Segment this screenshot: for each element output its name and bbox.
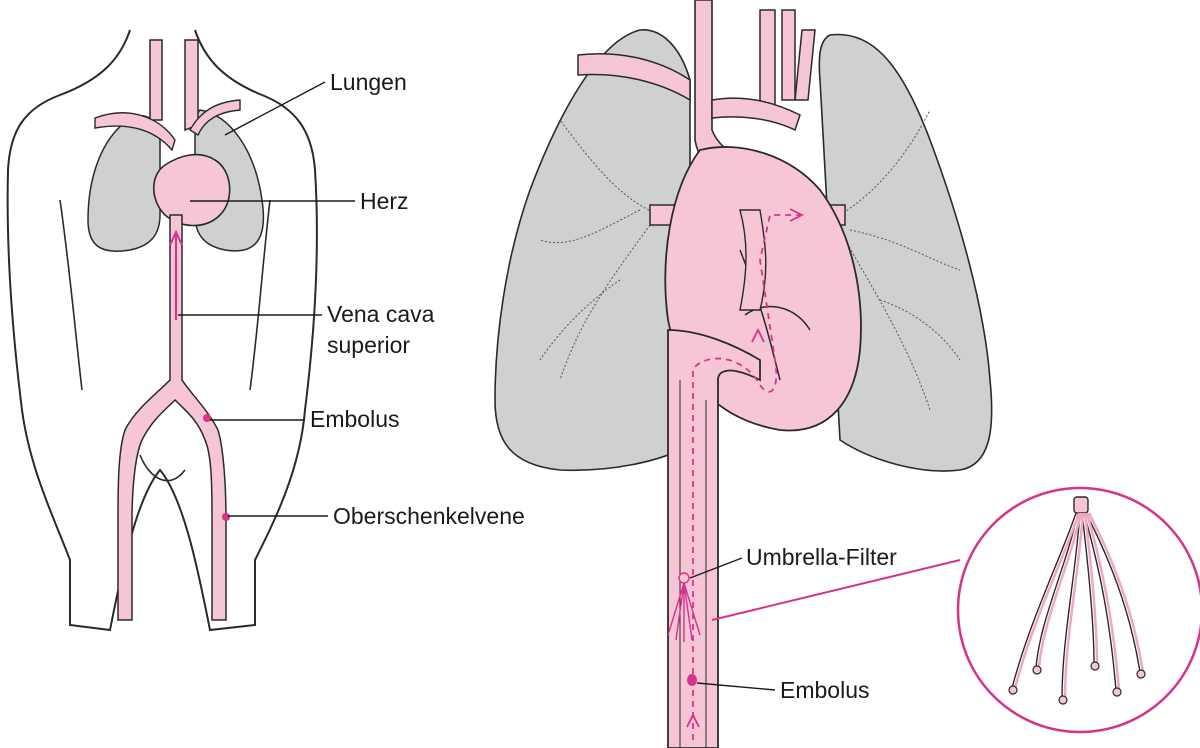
- right-leader-lines: [689, 557, 776, 691]
- great-vessel-1: [759, 9, 776, 111]
- label-embolus-left: Embolus: [310, 406, 400, 432]
- leader-lungen: [224, 81, 326, 136]
- right-arm-line: [249, 199, 271, 391]
- right-fig-right-lung: [818, 33, 993, 472]
- great-vessel-2: [781, 9, 796, 101]
- right-subclavian: [189, 99, 241, 137]
- leader-embolus-right: [696, 682, 776, 691]
- great-vessel-3: [794, 29, 816, 101]
- leader-umbrella-filter: [689, 557, 743, 579]
- filter-legs-pink: [1013, 512, 1145, 699]
- flow-arrow-bottom: [686, 712, 700, 728]
- right-embolus-dot: [687, 674, 697, 686]
- left-embolus-dot-lower: [222, 513, 230, 521]
- vena-cava-tube: [667, 329, 761, 748]
- heart-valve: [744, 305, 811, 331]
- flow-arrow-top: [789, 208, 805, 222]
- left-upper-vessel-b: [184, 39, 199, 132]
- filter-head: [1073, 496, 1089, 514]
- left-heart: [153, 153, 231, 227]
- right-brachiocephalic: [711, 97, 801, 132]
- label-embolus-right: Embolus: [780, 677, 870, 703]
- label-oberschenkelvene: Oberschenkelvene: [333, 503, 525, 529]
- left-embolus-dot: [203, 414, 211, 422]
- filter-leg-tips: [1008, 661, 1146, 705]
- crotch-line: [139, 454, 186, 482]
- label-lungen: Lungen: [330, 69, 407, 95]
- left-arm-line: [59, 199, 83, 391]
- left-flow-arrow: [169, 229, 183, 320]
- left-lung: [87, 114, 161, 252]
- left-subclavian: [94, 112, 176, 152]
- left-body-figure: [6, 29, 318, 632]
- left-upper-vessel-a: [149, 39, 163, 121]
- label-vena-cava-line1: Vena cava: [327, 301, 435, 327]
- left-leader-lines: [178, 81, 355, 517]
- right-fig-left-lung: [494, 29, 691, 472]
- vena-cava-inner: [679, 380, 707, 748]
- magnifier-connector: [711, 559, 961, 621]
- filter-detail-inset: [956, 486, 1200, 734]
- left-brachiocephalic: [577, 52, 691, 102]
- label-vena-cava-line2: superior: [327, 332, 411, 358]
- right-heart-lungs-figure: [494, 0, 993, 748]
- label-umbrella-filter: Umbrella-Filter: [746, 544, 897, 570]
- label-herz: Herz: [360, 188, 409, 214]
- flow-arrow-mid: [751, 327, 765, 343]
- umbrella-filter-small: [667, 572, 701, 642]
- body-outline: [6, 29, 318, 632]
- bronchial-branches: [539, 109, 961, 411]
